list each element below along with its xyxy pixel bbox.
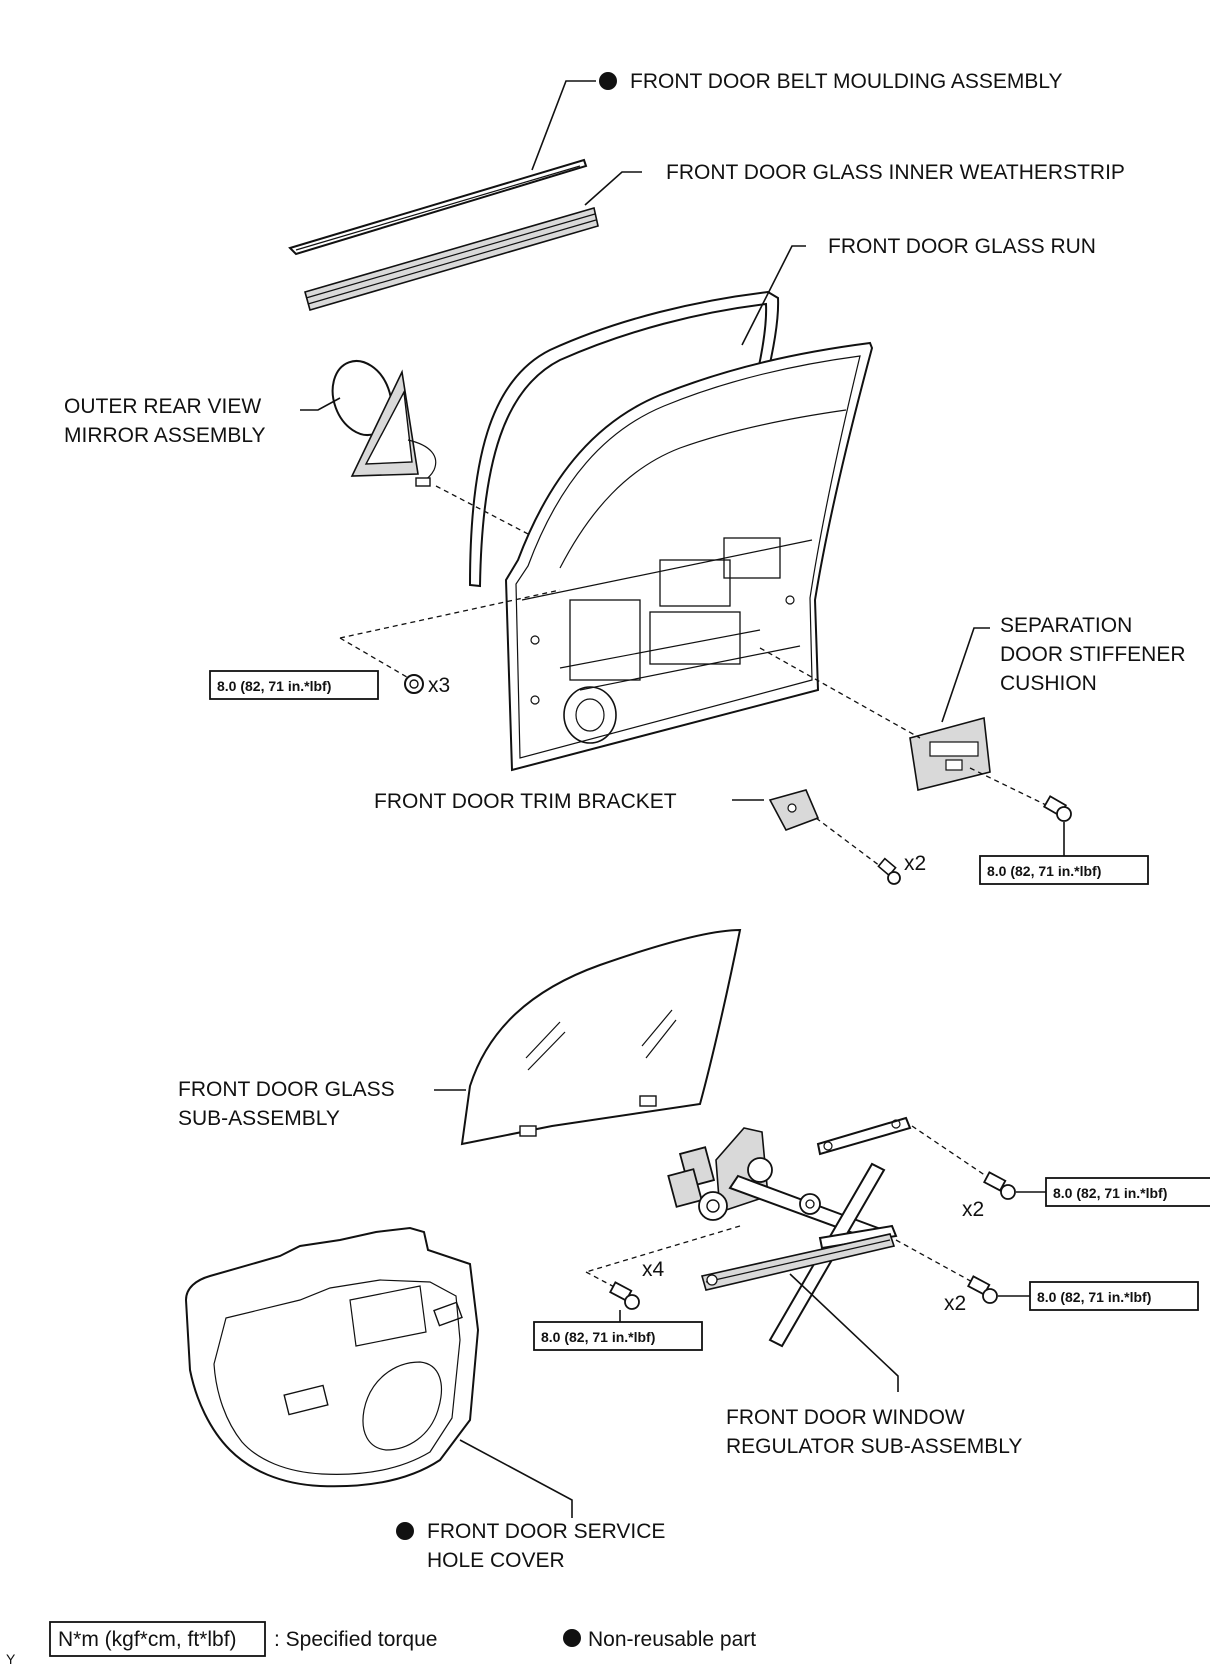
label-glass-run: FRONT DOOR GLASS RUN — [828, 235, 1096, 258]
qty-bracket: x2 — [904, 852, 926, 875]
torque-text-upper-right: 8.0 (82, 71 in.*lbf) — [1053, 1185, 1167, 1201]
legend-nonreusable-dot — [563, 1629, 581, 1647]
label-separation-line3: CUSHION — [1000, 672, 1097, 695]
dash-door-to-cushion — [759, 647, 921, 739]
torque-text-nut: 8.0 (82, 71 in.*lbf) — [217, 678, 331, 694]
leader-hole-cover — [459, 1439, 573, 1518]
bolt-icon-lower-right — [967, 1275, 998, 1304]
label-separation-line2: DOOR STIFFENER — [1000, 643, 1186, 666]
qty-bolt-upper-right: x2 — [962, 1198, 984, 1221]
mirror-part — [331, 360, 437, 487]
torque-box-cushion — [979, 855, 1149, 885]
torque-box-lower-right — [1029, 1281, 1199, 1311]
window-regulator-part — [667, 1116, 912, 1348]
qty-nut: x3 — [428, 674, 450, 697]
label-hole-cover-line2: HOLE COVER — [427, 1549, 565, 1572]
torque-text-left: 8.0 (82, 71 in.*lbf) — [541, 1329, 655, 1345]
leader-weatherstrip — [584, 171, 642, 206]
separation-cushion-part — [909, 716, 991, 791]
leader-regulator — [789, 1273, 899, 1392]
door-glass-part — [460, 928, 742, 1146]
torque-text-lower-right: 8.0 (82, 71 in.*lbf) — [1037, 1289, 1151, 1305]
belt-moulding-part — [288, 158, 588, 256]
label-regulator-line2: REGULATOR SUB-ASSEMBLY — [726, 1435, 1022, 1458]
label-inner-weatherstrip: FRONT DOOR GLASS INNER WEATHERSTRIP — [666, 161, 1125, 184]
corner-mark: Y — [6, 1651, 16, 1667]
dash-nut-to-door — [339, 589, 561, 639]
dash-rail-to-bolt-lower — [895, 1239, 977, 1285]
label-mirror-line2: MIRROR ASSEMBLY — [64, 424, 266, 447]
dash-nut-down — [339, 637, 413, 681]
label-separation-line1: SEPARATION — [1000, 614, 1132, 637]
qty-bolt-lower-right: x2 — [944, 1292, 966, 1315]
bolt-icon-upper-right — [983, 1171, 1016, 1200]
torque-box-nut — [209, 670, 379, 700]
dash-bolt-left-down — [585, 1271, 621, 1291]
torque-box-left — [533, 1321, 703, 1351]
label-belt-moulding: FRONT DOOR BELT MOULDING ASSEMBLY — [630, 70, 1063, 93]
qty-bolt-left: x4 — [642, 1258, 665, 1281]
label-regulator-line1: FRONT DOOR WINDOW — [726, 1406, 965, 1429]
leader-separation — [941, 627, 990, 723]
dash-bracket-to-screw — [815, 817, 889, 873]
legend-torque-box — [49, 1621, 266, 1657]
trim-bracket-part — [768, 789, 820, 831]
label-mirror-line1: OUTER REAR VIEW — [64, 395, 261, 418]
leader-glass-run — [741, 245, 806, 346]
screw-icon-bracket — [877, 857, 901, 885]
nonreusable-dot-belt — [599, 72, 617, 90]
torque-box-upper-right — [1045, 1177, 1210, 1207]
service-hole-cover-part — [184, 1226, 480, 1488]
legend-nonreusable-desc: Non-reusable part — [588, 1628, 756, 1651]
label-glass-line1: FRONT DOOR GLASS — [178, 1078, 395, 1101]
screw-icon-cushion — [1042, 795, 1072, 822]
door-panel-part — [504, 341, 874, 772]
bolt-icon-left — [609, 1281, 640, 1310]
leader-mirror — [300, 397, 341, 411]
legend-torque-desc: : Specified torque — [274, 1628, 437, 1651]
dash-rail-to-bolt-upper — [911, 1125, 993, 1181]
nut-icon — [404, 674, 424, 694]
torque-text-cushion: 8.0 (82, 71 in.*lbf) — [987, 863, 1101, 879]
inner-weatherstrip-part — [304, 206, 599, 311]
label-trim-bracket: FRONT DOOR TRIM BRACKET — [374, 790, 677, 813]
legend-torque-units: N*m (kgf*cm, ft*lbf) — [58, 1628, 237, 1651]
label-hole-cover-line1: FRONT DOOR SERVICE — [427, 1520, 665, 1543]
nonreusable-dot-hole-cover — [396, 1522, 414, 1540]
label-glass-line2: SUB-ASSEMBLY — [178, 1107, 340, 1130]
leader-belt — [531, 80, 596, 171]
dash-cushion-to-screw — [969, 767, 1047, 806]
